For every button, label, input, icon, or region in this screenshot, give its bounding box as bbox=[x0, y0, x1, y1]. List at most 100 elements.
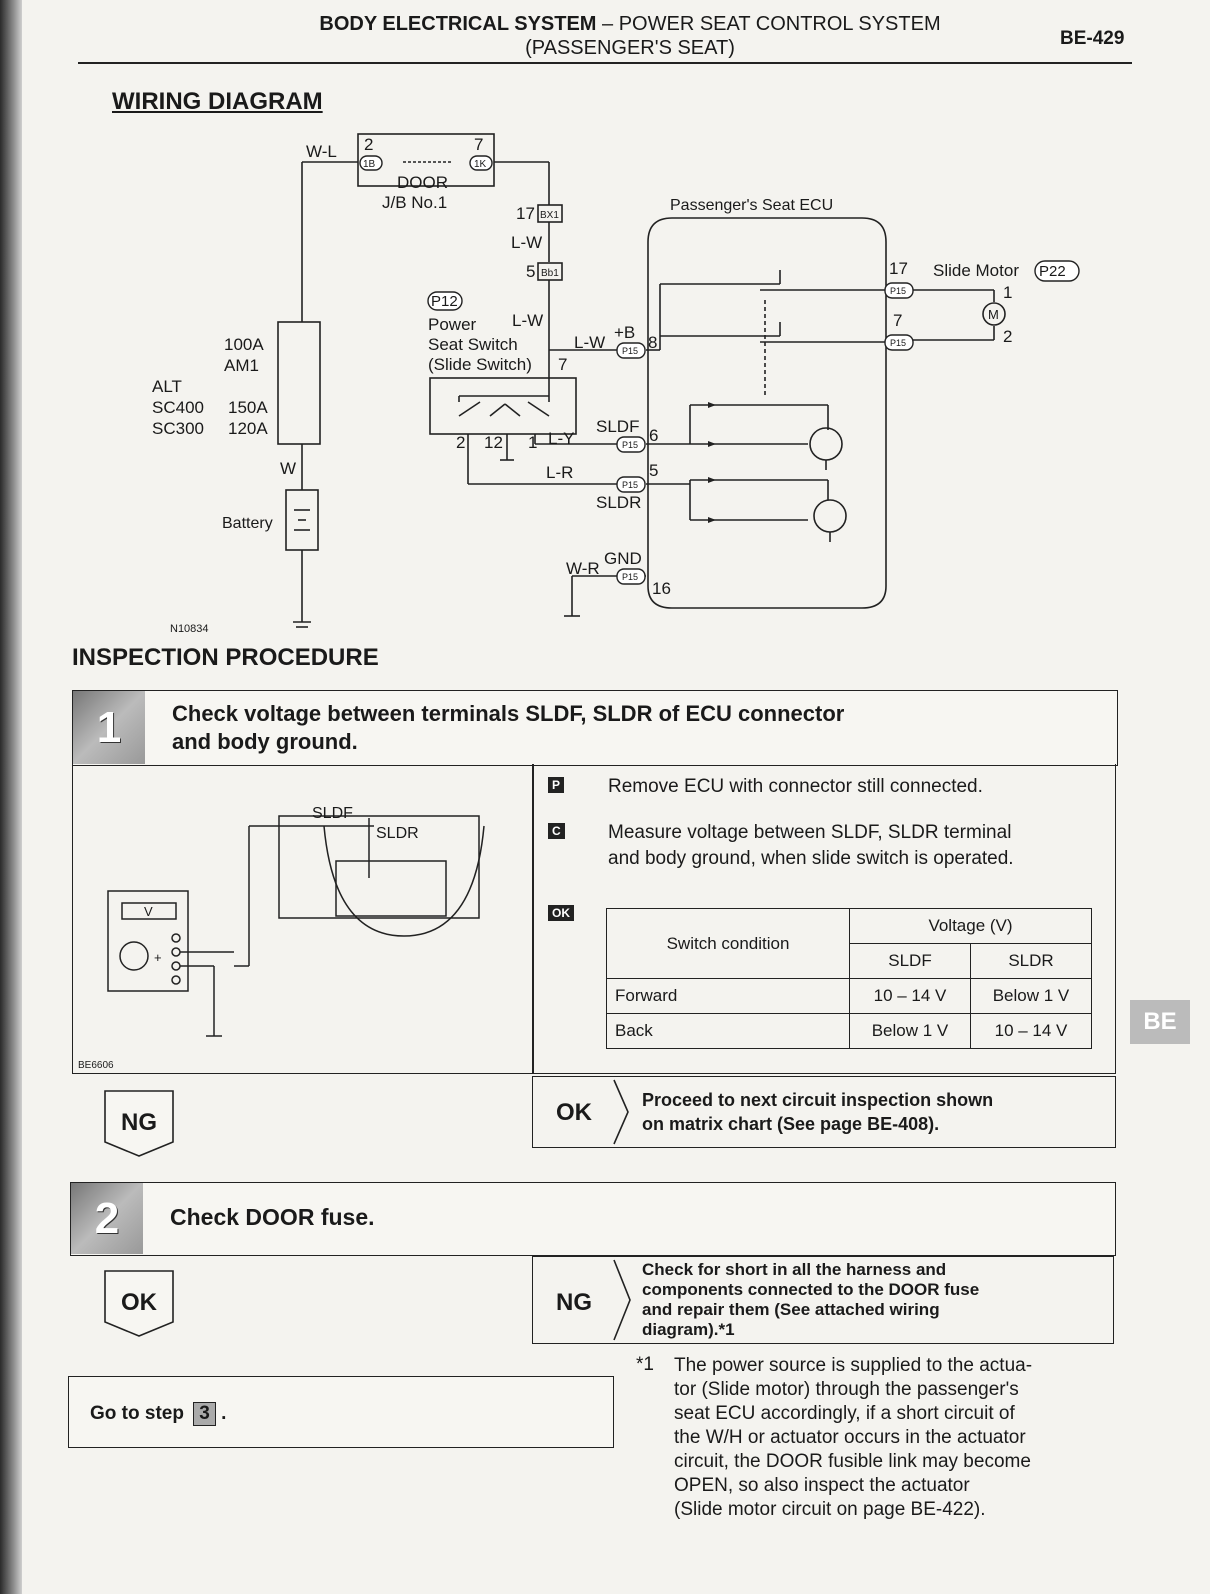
table-row: Back Below 1 V 10 – 14 V bbox=[606, 1013, 1092, 1049]
label-p22: P22 bbox=[1039, 263, 1066, 280]
label-m1: 1 bbox=[1003, 283, 1012, 302]
ng-label-1: NG bbox=[121, 1109, 157, 1136]
label-5b: 5 bbox=[649, 461, 658, 480]
cell-sldf: 10 – 14 V bbox=[849, 978, 971, 1014]
label-wr: W-R bbox=[566, 559, 600, 578]
label-100a: 100A bbox=[224, 335, 264, 354]
text-c-line2: and body ground, when slide switch is op… bbox=[608, 848, 1014, 869]
ng-text-line3: and repair them (See attached wiring bbox=[642, 1300, 940, 1319]
label-12: 12 bbox=[484, 433, 503, 452]
step2-header bbox=[70, 1182, 1116, 1256]
wiring-diagram: W-L 2 7 1B 1K DOOR J/B No.1 17 BX1 L-W 5… bbox=[152, 133, 1080, 635]
cell-sldr: Below 1 V bbox=[970, 978, 1092, 1014]
label-p15-e: P15 bbox=[890, 286, 906, 296]
label-150a: 150A bbox=[228, 398, 268, 417]
fig-plus: + bbox=[154, 950, 162, 965]
label-t7: 7 bbox=[474, 135, 483, 154]
table-row: Forward 10 – 14 V Below 1 V bbox=[606, 978, 1092, 1014]
footnote-line: tor (Slide motor) through the passenger'… bbox=[674, 1379, 1019, 1400]
label-jb: J/B No.1 bbox=[382, 193, 447, 212]
label-1: 1 bbox=[528, 433, 537, 452]
ok-result-box bbox=[532, 1076, 1116, 1148]
footnote-text: The power source is supplied to the actu… bbox=[674, 1354, 1114, 1522]
label-1b: 1B bbox=[363, 159, 376, 170]
slide-switch-box bbox=[429, 377, 577, 435]
label-seat-switch: Seat Switch bbox=[428, 335, 518, 354]
ok-label-1: OK bbox=[556, 1099, 593, 1126]
label-slide-switch: (Slide Switch) bbox=[428, 355, 532, 374]
label-16: 16 bbox=[652, 579, 671, 598]
cell-condition: Back bbox=[606, 1013, 850, 1049]
ng-text-line1: Check for short in all the harness and bbox=[642, 1260, 947, 1279]
header-title-bold: BODY ELECTRICAL SYSTEM bbox=[319, 13, 597, 35]
label-17b: 17 bbox=[889, 259, 908, 278]
label-lw1: L-W bbox=[511, 233, 542, 252]
tag-c-wrap: C bbox=[548, 822, 565, 840]
step1-number: 1 bbox=[73, 691, 145, 764]
label-power: Power bbox=[428, 315, 477, 334]
label-am1: AM1 bbox=[224, 356, 259, 375]
fig-sldr: SLDR bbox=[376, 825, 419, 842]
voltage-table: Switch condition Voltage (V) SLDF SLDR F… bbox=[606, 908, 1092, 1049]
label-sc400: SC400 bbox=[152, 398, 204, 417]
ng-arrow-2: NG bbox=[556, 1259, 631, 1341]
th-sldf: SLDF bbox=[849, 943, 971, 979]
ng-badge-1: NG bbox=[104, 1090, 174, 1157]
label-ecu: Passenger's Seat ECU bbox=[670, 197, 833, 214]
label-17: 17 bbox=[516, 204, 535, 223]
label-lw3: L-W bbox=[574, 333, 605, 352]
tag-p: P bbox=[548, 777, 565, 793]
goto-text: Go to step bbox=[90, 1403, 184, 1424]
header-title-rest: – POWER SEAT CONTROL SYSTEM bbox=[596, 13, 941, 35]
label-p15-b: P15 bbox=[622, 440, 638, 450]
goto-step-number[interactable]: 3 bbox=[193, 1402, 216, 1426]
label-8: 8 bbox=[648, 333, 657, 352]
text-c-line1: Measure voltage between SLDF, SLDR termi… bbox=[608, 822, 1012, 843]
ok-text-line1: Proceed to next circuit inspection shown bbox=[642, 1090, 994, 1110]
ng-label-2: NG bbox=[556, 1289, 592, 1316]
label-7b: 7 bbox=[893, 311, 902, 330]
section-tab-be: BE bbox=[1130, 1000, 1190, 1044]
ok-label-2: OK bbox=[121, 1289, 158, 1316]
cell-sldf: Below 1 V bbox=[849, 1013, 971, 1049]
label-sc300: SC300 bbox=[152, 419, 204, 438]
cell-sldr: 10 – 14 V bbox=[970, 1013, 1092, 1049]
ok-arrow-1: OK bbox=[556, 1079, 629, 1145]
label-plusb: +B bbox=[614, 323, 635, 342]
footnote-line: circuit, the DOOR fusible link may becom… bbox=[674, 1451, 1031, 1472]
label-slide-motor: Slide Motor bbox=[933, 261, 1019, 280]
binding-spine bbox=[0, 0, 22, 1594]
label-p15-c: P15 bbox=[622, 480, 638, 490]
footnote-line: (Slide motor circuit on page BE-422). bbox=[674, 1499, 986, 1520]
inspection-heading: INSPECTION PROCEDURE bbox=[72, 644, 379, 671]
label-code: N10834 bbox=[170, 623, 209, 635]
footnote-line: the W/H or actuator occurs in the actuat… bbox=[674, 1427, 1026, 1448]
slide-motor-symbol bbox=[982, 302, 1006, 326]
th-switch-condition: Switch condition bbox=[606, 908, 850, 979]
tag-ok-wrap: OK bbox=[548, 904, 574, 922]
label-bx1: BX1 bbox=[540, 210, 559, 221]
footnote-line: OPEN, so also inspect the actuator bbox=[674, 1475, 970, 1496]
goto-end: . bbox=[221, 1403, 227, 1424]
label-lr: L-R bbox=[546, 463, 573, 482]
label-alt: ALT bbox=[152, 377, 182, 396]
ok-text-line2: on matrix chart (See page BE-408). bbox=[642, 1114, 940, 1134]
text-p: Remove ECU with connector still connecte… bbox=[608, 776, 983, 797]
ok-result-text: Proceed to next circuit inspection shown… bbox=[642, 1088, 993, 1136]
label-bb1: Bb1 bbox=[541, 268, 559, 279]
page-header: BODY ELECTRICAL SYSTEM – POWER SEAT CONT… bbox=[230, 12, 1030, 60]
step1-title: Check voltage between terminals SLDF, SL… bbox=[172, 700, 844, 756]
tag-c: C bbox=[548, 823, 565, 839]
goto-step[interactable]: Go to step 3 . bbox=[90, 1402, 226, 1426]
label-motor: M bbox=[988, 307, 999, 322]
label-1k: 1K bbox=[474, 159, 487, 170]
step1-divider bbox=[532, 764, 534, 1074]
label-ly: L-Y bbox=[548, 429, 574, 448]
step1-header bbox=[72, 690, 1118, 766]
label-5: 5 bbox=[526, 262, 535, 281]
ng-result-box bbox=[532, 1256, 1114, 1344]
label-p15-a: P15 bbox=[622, 346, 638, 356]
fig-code: BE6606 bbox=[78, 1060, 114, 1071]
wiring-heading: WIRING DIAGRAM bbox=[112, 88, 323, 115]
label-120a: 120A bbox=[228, 419, 268, 438]
